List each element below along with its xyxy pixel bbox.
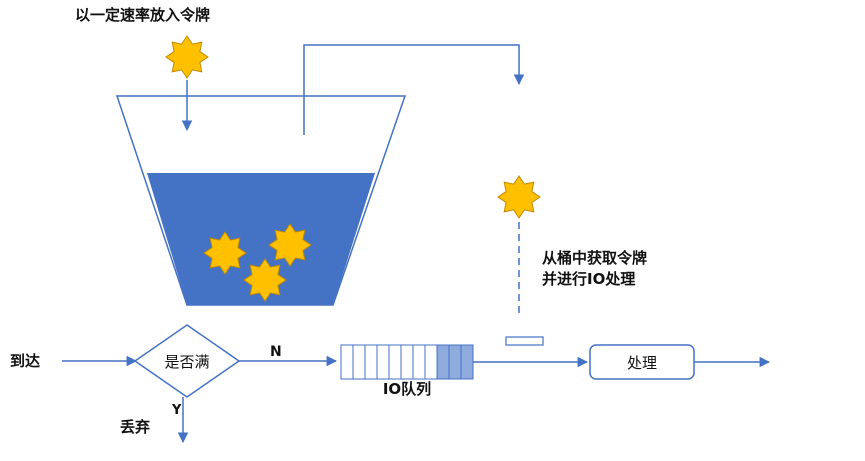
io-queue-label: IO队列: [383, 380, 431, 398]
queue-slot: [388, 344, 402, 380]
bucket-token-star-icon: [203, 231, 247, 275]
get-token-label-line2: 并进行IO处理: [542, 270, 635, 288]
token-star-icon: [165, 35, 209, 79]
retrieved-token-star-icon: [497, 175, 541, 219]
discard-label: 丢弃: [120, 418, 150, 436]
queue-slot: [376, 344, 390, 380]
queue-slot: [364, 344, 378, 380]
bucket-token-star-icon: [243, 258, 287, 302]
token-rate-label: 以一定速率放入令牌: [75, 6, 210, 24]
token-star-icon: [497, 175, 541, 219]
yes-label: Y: [171, 403, 182, 418]
get-token-label-line1: 从桶中获取令牌: [542, 249, 647, 267]
bucket-outline: [115, 95, 407, 306]
io-queue: [340, 344, 474, 380]
queue-slot: [460, 344, 474, 380]
token-star-icon: [165, 35, 209, 79]
queue-slot: [424, 344, 438, 380]
queue-slot: [340, 344, 354, 380]
arrive-label: 到达: [10, 352, 40, 370]
token-slot: [505, 336, 544, 346]
queue-slot: [412, 344, 426, 380]
no-label: N: [270, 344, 282, 360]
queue-slot: [400, 344, 414, 380]
bucket-fill: [147, 173, 375, 305]
bucket-tokens: [203, 223, 312, 302]
token-withdraw-path: [303, 44, 525, 135]
queue-slot: [436, 344, 450, 380]
decision-label: 是否满: [164, 353, 209, 371]
process-label: 处理: [627, 354, 657, 372]
queue-slot: [352, 344, 366, 380]
queue-slot: [448, 344, 462, 380]
bucket-token-star-icon: [268, 223, 312, 267]
decision-diamond: [133, 324, 241, 398]
